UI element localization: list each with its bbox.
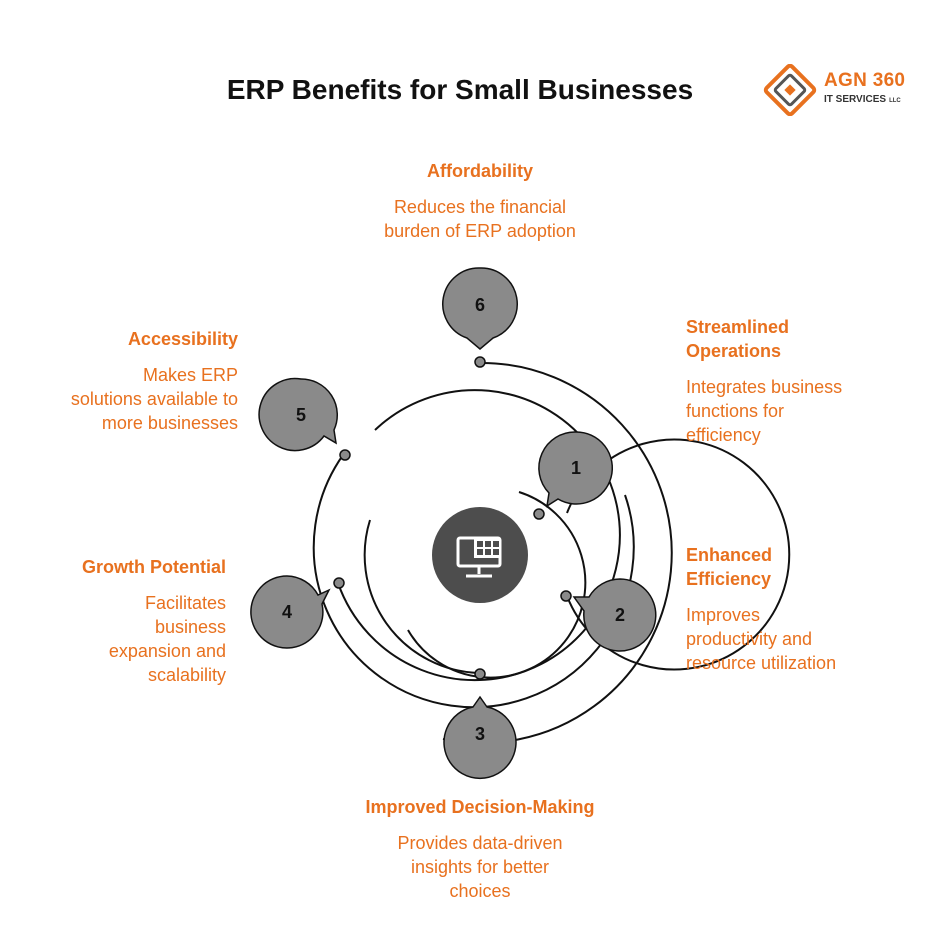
svg-text:3: 3	[475, 724, 485, 744]
dot-4	[333, 577, 345, 589]
step-4-description: Facilitates business expansion and scala…	[108, 593, 226, 685]
step-4-title: Growth Potential	[82, 557, 226, 577]
step-2-description: Improves productivity and resource utili…	[686, 605, 837, 673]
step-6-title: Affordability	[427, 161, 533, 181]
page-title: ERP Benefits for Small Businesses	[226, 74, 694, 105]
svg-text:1: 1	[571, 458, 581, 478]
dot-2	[560, 590, 572, 602]
svg-text:6: 6	[475, 295, 485, 315]
svg-text:5: 5	[296, 405, 306, 425]
node-1: 1	[538, 431, 613, 508]
dot-1	[533, 508, 545, 520]
svg-text:4: 4	[282, 602, 292, 622]
arc-ring-4	[566, 438, 791, 671]
dot-3	[474, 668, 486, 680]
svg-text:2: 2	[615, 605, 625, 625]
step-5-title: Accessibility	[127, 329, 238, 349]
arc-outer	[442, 361, 673, 744]
arc-ring-6	[407, 491, 587, 679]
node-2: 2	[572, 578, 657, 652]
node-6: 6	[442, 267, 518, 350]
step-5-label: Accessibility Makes ERP solutions availa…	[68, 327, 238, 435]
node-5: 5	[258, 377, 339, 452]
step-2-label: Enhanced Efficiency Improves productivit…	[686, 543, 846, 675]
erp-grid-cells	[477, 541, 499, 555]
step-6-description: Reduces the financial burden of ERP adop…	[384, 197, 576, 241]
agn-logo-icon	[763, 63, 817, 117]
connector-dots	[333, 356, 572, 680]
step-3-title: Improved Decision-Making	[365, 797, 595, 817]
step-1-label: Streamlined Operations Integrates busine…	[686, 315, 846, 447]
step-6-label: Affordability Reduces the financial burd…	[340, 159, 620, 243]
step-3-description: Provides data-driven insights for better…	[397, 833, 563, 901]
step-1-title: Streamlined Operations	[686, 317, 790, 361]
logo-name: AGN 360	[824, 70, 906, 91]
node-4: 4	[250, 575, 331, 649]
concentric-arcs	[312, 361, 791, 744]
dot-6	[474, 356, 486, 368]
step-2-title: Enhanced Efficiency	[686, 545, 773, 589]
node-3: 3	[443, 695, 517, 779]
step-1-description: Integrates business functions for effici…	[686, 377, 843, 445]
step-4-label: Growth Potential Facilitates business ex…	[56, 555, 226, 687]
dot-5	[339, 449, 351, 461]
central-hub	[432, 507, 528, 603]
step-5-description: Makes ERP solutions available to more bu…	[70, 365, 238, 433]
step-3-label: Improved Decision-Making Provides data-d…	[360, 795, 600, 903]
arc-ring-3	[337, 389, 621, 682]
